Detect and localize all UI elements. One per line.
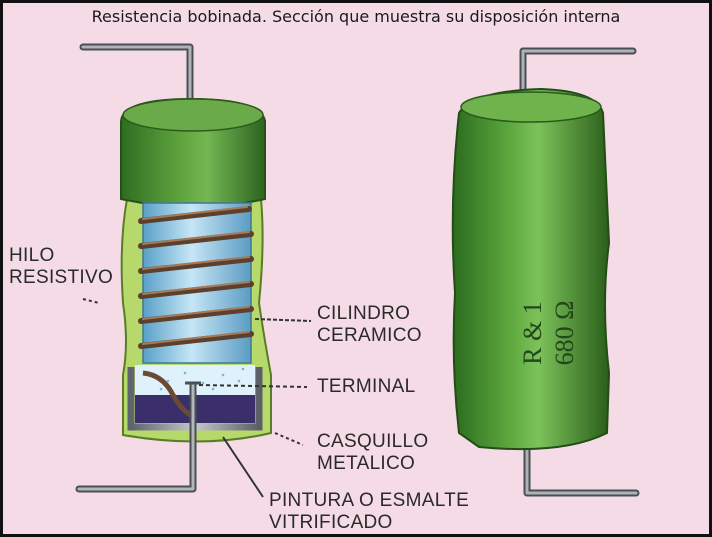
resistor-body — [451, 87, 611, 451]
illustration: R & 1 680 Ω — [75, 43, 640, 498]
label-pintura-line1: PINTURA O ESMALTE — [269, 490, 470, 511]
label-cilindro-line1: CILINDRO — [317, 303, 411, 324]
leader-casquillo — [274, 432, 304, 446]
body-marking: R & 1 680 Ω — [518, 301, 579, 366]
label-hilo-line2: RESISTIVO — [9, 267, 114, 288]
sectioned-resistor — [75, 43, 272, 493]
label-terminal: TERMINAL — [317, 376, 416, 397]
leader-pintura — [222, 436, 264, 498]
label-hilo-resistivo: HILO RESISTIVO — [9, 245, 113, 289]
label-cilindro-line2: CERAMICO — [317, 325, 422, 346]
figure-title: Resistencia bobinada. Sección que muestr… — [91, 7, 621, 26]
label-casquillo-line2: METALICO — [317, 453, 416, 474]
complete-resistor: R & 1 680 Ω — [451, 47, 640, 497]
label-hilo-line1: HILO — [9, 245, 55, 266]
label-casquillo-line1: CASQUILLO — [317, 431, 429, 452]
label-pintura-esmalte: PINTURA O ESMALTE VITRIFICADO — [269, 490, 469, 534]
label-pintura-line2: VITRIFICADO — [269, 512, 393, 533]
marking-line-1: R & 1 — [518, 301, 547, 365]
label-cilindro-ceramico: CILINDRO CERAMICO — [317, 303, 422, 347]
top-lead-left — [79, 43, 194, 107]
resistive-wire-coil — [138, 206, 254, 349]
label-casquillo-metalico: CASQUILLO METALICO — [317, 431, 428, 475]
leader-cilindro — [254, 318, 312, 322]
leader-hilo — [82, 298, 100, 304]
leader-lines — [82, 298, 312, 498]
marking-line-2: 680 Ω — [550, 301, 579, 366]
